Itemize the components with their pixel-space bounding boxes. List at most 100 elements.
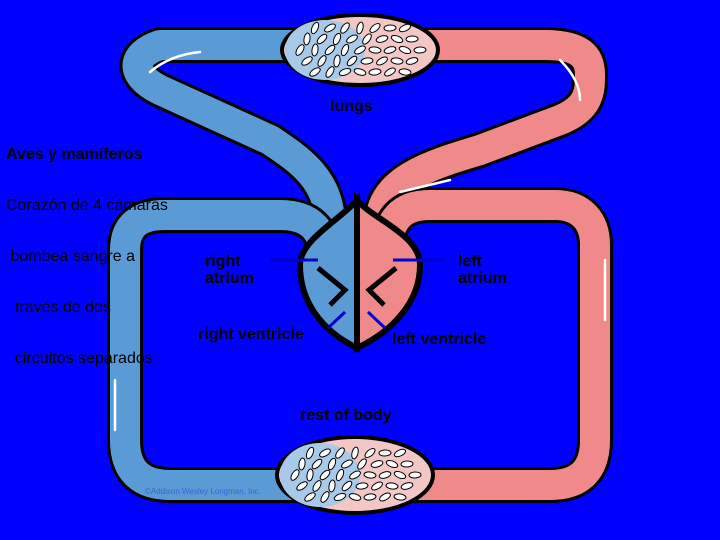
capillary-cell — [384, 67, 396, 77]
capillary-cell — [357, 458, 367, 470]
capillary-cell — [327, 457, 337, 471]
capillary-cell — [398, 23, 412, 33]
capillary-cell — [311, 458, 323, 470]
label-rest-of-body: rest of body — [300, 407, 392, 424]
capillary-cell — [338, 67, 352, 77]
capillary-cell — [385, 482, 399, 490]
pointer-lines — [270, 258, 445, 330]
capillary-cell — [295, 44, 305, 56]
capillary-cell — [335, 447, 345, 459]
right-valve — [316, 266, 349, 307]
capillary-cell — [369, 23, 381, 33]
capillary-cell — [310, 21, 320, 35]
capillary-cell — [353, 68, 367, 76]
caption-title: Aves y mamíferos — [6, 146, 143, 163]
pulmonary-circuit — [119, 27, 608, 243]
capillary-cell — [303, 32, 311, 46]
capillary-cell — [340, 43, 350, 57]
heart — [296, 191, 424, 353]
capillary-cell — [324, 44, 336, 56]
label-right-atrium: right atrium — [205, 253, 254, 287]
capillary-cell — [379, 492, 391, 502]
caption-line: Corazón de 4 cámaras — [6, 197, 168, 214]
flow-arrow — [558, 58, 582, 102]
capillary-cell — [298, 457, 306, 471]
vessel-blue-pulmonary — [122, 30, 345, 240]
capillary-cell — [319, 469, 331, 481]
capillary-cell — [383, 46, 397, 54]
caption-line: circuitos separados — [6, 350, 153, 367]
capillary-cell — [341, 480, 353, 492]
label-right-ventricle: right ventricle — [198, 326, 304, 343]
capillary-cell — [309, 67, 321, 77]
pointer-right-ventricle — [326, 310, 347, 330]
capillary-cell — [371, 481, 383, 491]
capillary-cell — [375, 35, 389, 43]
capillary-cell — [362, 33, 372, 45]
capillary-cell — [363, 493, 377, 501]
capillary-cell — [333, 492, 347, 502]
capillary-cell — [368, 46, 382, 54]
capillary-cell — [328, 479, 336, 493]
flow-arrows — [113, 50, 607, 432]
capillary-cell — [390, 57, 404, 65]
caption-line: bombea sangre a — [6, 248, 135, 265]
label-lungs: lungs — [330, 98, 373, 115]
capillary-cell — [370, 460, 384, 468]
capillary-cell — [312, 480, 322, 492]
capillary-cell — [335, 468, 345, 482]
capillary-cell — [311, 43, 319, 57]
capillary-cell — [351, 446, 359, 460]
capillary-cell — [378, 471, 392, 479]
capillary-cell — [324, 23, 336, 33]
capillary-cell — [378, 449, 392, 457]
capillary-cell — [305, 446, 315, 460]
capillary-cell — [333, 54, 341, 68]
capillary-cell — [376, 56, 388, 66]
capillary-cell — [304, 492, 316, 502]
capillary-cell — [319, 448, 331, 458]
capillary-cell — [332, 32, 342, 46]
capillary-cell — [341, 459, 353, 469]
capillary-cell — [383, 24, 397, 32]
capillary-cell — [400, 482, 414, 490]
capillary-cell — [356, 21, 364, 35]
flow-arrow — [398, 178, 452, 194]
capillary-cell — [349, 470, 361, 480]
capillary-cell — [363, 471, 377, 479]
capillary-cell — [413, 46, 427, 54]
copyright-credit: ©Addison Wesley Longman, Inc. — [145, 487, 262, 496]
capillary-cell — [346, 34, 358, 44]
capillary-cell — [398, 45, 412, 55]
capillary-cell — [340, 22, 350, 34]
capillary-cell — [385, 459, 399, 469]
capillary-cell — [360, 57, 374, 65]
capillary-cell — [405, 35, 419, 43]
vessel-blue-systemic — [110, 200, 340, 500]
capillary-cell — [354, 45, 366, 55]
caption-line: través de dos — [6, 299, 111, 316]
capillary-cell — [390, 34, 404, 44]
capillary-cell — [368, 68, 382, 76]
systemic-circuit — [107, 187, 613, 503]
flow-arrow — [148, 50, 202, 74]
pointer-left-ventricle — [366, 310, 387, 330]
capillary-cell — [296, 481, 308, 491]
capillary-cell — [301, 56, 313, 66]
capillary-cell — [316, 33, 328, 45]
capillary-cell — [320, 491, 330, 503]
capillary-cell — [398, 68, 412, 76]
capillary-cell — [393, 493, 407, 501]
capillary-cells — [290, 21, 427, 503]
label-left-ventricle: left ventricle — [392, 331, 487, 348]
capillary-cell — [348, 493, 362, 501]
capillary-cell — [364, 448, 376, 458]
capillary-cell — [355, 482, 369, 490]
capillary-cell — [405, 57, 419, 65]
capillary-cell — [290, 469, 300, 481]
capillary-cell — [400, 460, 414, 468]
vessel-pink-pulmonary — [365, 30, 605, 240]
capillary-cell — [346, 55, 358, 67]
capillary-cell — [306, 468, 314, 482]
